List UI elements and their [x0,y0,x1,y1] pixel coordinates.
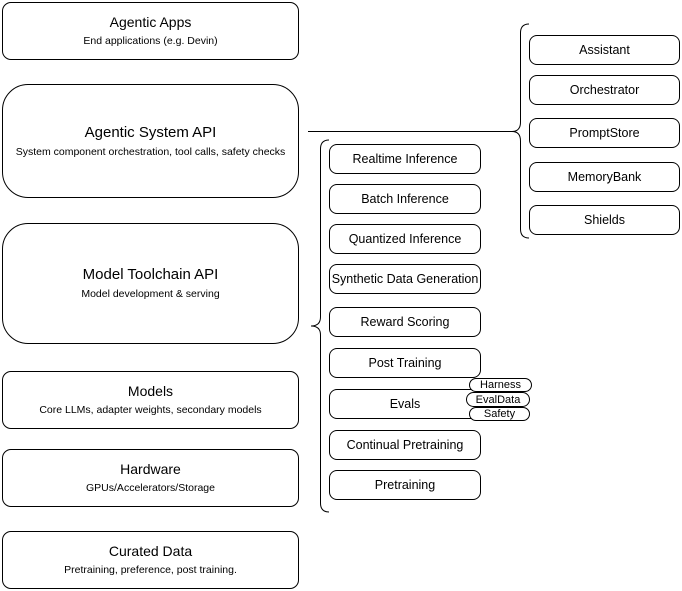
box-label: PromptStore [569,126,640,140]
box-agentic-system-api: Agentic System API System component orch… [2,84,299,198]
box-title: Agentic Apps [109,14,192,30]
box-title: Model Toolchain API [82,266,219,283]
box-label: Evals [389,397,421,411]
box-title: Hardware [120,461,181,477]
tag-harness: Harness [469,378,532,392]
tag-evaldata: EvalData [466,392,530,407]
toolchain-brace [310,139,330,513]
box-models: Models Core LLMs, adapter weights, secon… [2,371,299,429]
box-label: MemoryBank [567,170,642,184]
box-label: Realtime Inference [352,152,458,166]
box-subtitle: Pretraining, preference, post training. [64,564,237,576]
box-subtitle: End applications (e.g. Devin) [83,35,218,47]
box-realtime-inference: Realtime Inference [329,144,481,174]
box-orchestrator: Orchestrator [529,75,680,105]
box-batch-inference: Batch Inference [329,184,481,214]
box-subtitle: System component orchestration, tool cal… [15,145,286,158]
box-label: Pretraining [374,478,436,492]
box-title: Models [127,383,174,399]
box-curated-data: Curated Data Pretraining, preference, po… [2,531,299,589]
box-label: Continual Pretraining [346,438,464,452]
box-label: Post Training [368,356,442,370]
box-continual-pretraining: Continual Pretraining [329,430,481,460]
tag-label: EvalData [475,393,521,406]
box-evals: Evals [329,389,481,419]
box-title: Curated Data [108,543,193,559]
box-label: Batch Inference [361,192,449,206]
box-shields: Shields [529,205,680,235]
box-label: Shields [584,213,625,227]
box-subtitle: Core LLMs, adapter weights, secondary mo… [39,404,262,416]
box-label: Orchestrator [569,83,640,97]
components-brace [511,23,530,239]
box-promptstore: PromptStore [529,118,680,148]
box-agentic-apps: Agentic Apps End applications (e.g. Devi… [2,2,299,60]
box-reward-scoring: Reward Scoring [329,307,481,337]
box-subtitle: Model development & serving [81,288,220,300]
tag-label: Safety [483,408,516,420]
box-hardware: Hardware GPUs/Accelerators/Storage [2,449,299,507]
tag-label: Harness [480,379,521,391]
box-pretraining: Pretraining [329,470,481,500]
box-label: Synthetic Data Generation [331,272,479,286]
box-model-toolchain-api: Model Toolchain API Model development & … [2,223,299,344]
box-label: Quantized Inference [348,232,462,246]
box-subtitle: GPUs/Accelerators/Storage [86,482,215,494]
tag-safety: Safety [469,407,530,421]
box-title: Agentic System API [84,123,217,141]
box-label: Reward Scoring [360,315,450,329]
box-post-training: Post Training [329,348,481,378]
box-label: Assistant [579,43,630,57]
box-memorybank: MemoryBank [529,162,680,192]
box-quantized-inference: Quantized Inference [329,224,481,254]
box-synthetic-data-generation: Synthetic Data Generation [329,264,481,294]
box-assistant: Assistant [529,35,680,65]
